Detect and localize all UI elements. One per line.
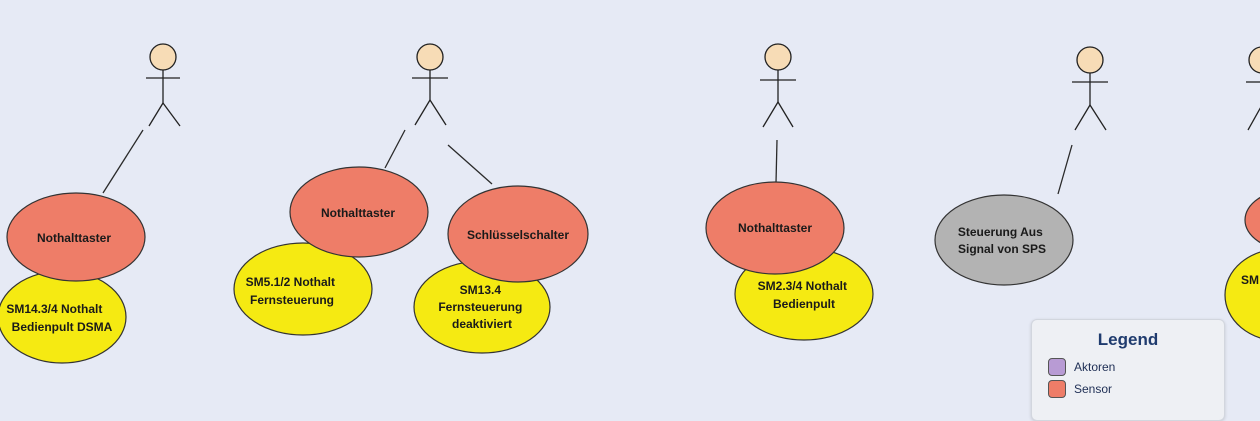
use-case-diagram: SM14.3/4 Nothalt Bedienpult DSMA Nothalt… bbox=[0, 43, 1260, 364]
legend-swatch-sensor bbox=[1048, 380, 1066, 398]
svg-text:SM13.4 Fernsteuerung: SM13.4 Fernsteuerung deaktiviert bbox=[438, 283, 525, 331]
use-case-group-2: SM5.1/2 Nothalt Fernsteuerung Nothalttas… bbox=[233, 166, 429, 336]
sensor-label: Nothalttaster bbox=[37, 231, 111, 245]
indicator-label-line: SM2.3/4 Nothalt bbox=[758, 279, 847, 293]
sensor-ellipse[interactable] bbox=[289, 166, 429, 258]
association-line bbox=[102, 129, 144, 194]
actor-3[interactable] bbox=[760, 43, 796, 128]
actor-head bbox=[416, 43, 444, 71]
legend-item-aktoren[interactable]: Aktoren bbox=[1048, 358, 1224, 376]
association-line bbox=[1057, 144, 1073, 195]
indicator-ellipse[interactable] bbox=[233, 242, 373, 336]
plc-label-line: Signal von SPS bbox=[958, 242, 1046, 256]
legend-label: Aktoren bbox=[1074, 360, 1116, 374]
sensor-label: Nothalttaster bbox=[321, 206, 395, 220]
indicator-ellipse[interactable] bbox=[0, 270, 127, 364]
plc-ellipse[interactable] bbox=[934, 194, 1074, 286]
sensor-label: Schlüsselschalter bbox=[467, 228, 569, 242]
association-line bbox=[447, 144, 493, 185]
sensor-ellipse[interactable] bbox=[6, 192, 146, 282]
use-case-group-6: SM bbox=[1224, 190, 1260, 341]
actor-head bbox=[149, 43, 177, 71]
actor-5[interactable] bbox=[1246, 46, 1260, 131]
indicator-label-line: SM14.3/4 Nothalt bbox=[6, 302, 102, 316]
use-case-group-3: SM13.4 Fernsteuerung deaktiviert Schlüss… bbox=[413, 185, 589, 354]
sensor-label: Nothalttaster bbox=[738, 221, 812, 235]
use-case-group-5: Steuerung Aus Signal von SPS bbox=[934, 194, 1074, 286]
indicator-ellipse[interactable] bbox=[1224, 249, 1260, 341]
svg-text:SM2.3/4 Nothalt Bedienpu: SM2.3/4 Nothalt Bedienpult bbox=[758, 279, 851, 311]
indicator-label-line: Fernsteuerung bbox=[250, 293, 334, 307]
use-case-group-1: SM14.3/4 Nothalt Bedienpult DSMA Nothalt… bbox=[0, 192, 146, 364]
actor-head bbox=[1076, 46, 1104, 74]
sensor-ellipse[interactable] bbox=[705, 181, 845, 275]
indicator-label-line: SM5.1/2 Nothalt bbox=[246, 275, 335, 289]
svg-text:SM5.1/2 Nothalt Fernsteu: SM5.1/2 Nothalt Fernsteuerung bbox=[246, 275, 339, 307]
indicator-label-line: deaktiviert bbox=[452, 317, 512, 331]
actor-head bbox=[764, 43, 792, 71]
actor-1[interactable] bbox=[146, 43, 181, 127]
legend-item-sensor[interactable]: Sensor bbox=[1048, 380, 1224, 398]
indicator-label-partial: SM bbox=[1241, 273, 1259, 287]
plc-label-line: Steuerung Aus bbox=[958, 225, 1043, 239]
indicator-label-line: Bedienpult DSMA bbox=[12, 320, 113, 334]
actor-2[interactable] bbox=[412, 43, 448, 126]
indicator-label-line: Fernsteuerung bbox=[438, 300, 522, 314]
association-line bbox=[384, 129, 406, 169]
legend-swatch-aktoren bbox=[1048, 358, 1066, 376]
actor-4[interactable] bbox=[1072, 46, 1108, 131]
legend: Legend Aktoren Sensor bbox=[1031, 319, 1225, 421]
indicator-label-line: SM13.4 bbox=[460, 283, 502, 297]
legend-label: Sensor bbox=[1074, 382, 1113, 396]
legend-title: Legend bbox=[1097, 330, 1159, 349]
association-lines bbox=[102, 129, 1073, 195]
sensor-ellipse[interactable] bbox=[447, 185, 589, 283]
svg-text:Steuerung Aus Signal von: Steuerung Aus Signal von SPS bbox=[958, 225, 1046, 256]
indicator-label-line: Bedienpult bbox=[773, 297, 835, 311]
sensor-ellipse[interactable] bbox=[1244, 190, 1260, 250]
actor-head bbox=[1248, 46, 1260, 74]
svg-text:SM14.3/4 Nothalt Bedienp: SM14.3/4 Nothalt Bedienpult DSMA bbox=[6, 302, 112, 334]
use-case-group-4: SM2.3/4 Nothalt Bedienpult Nothalttaster bbox=[705, 181, 874, 341]
association-line bbox=[775, 139, 778, 184]
